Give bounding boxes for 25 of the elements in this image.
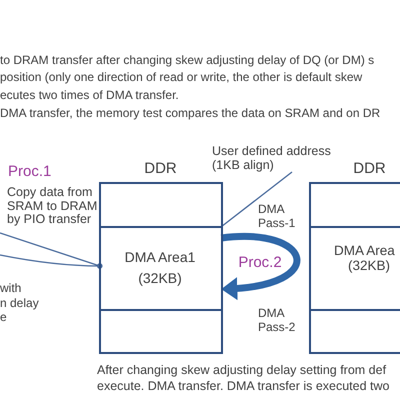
transfer-label: DMA Pass-2	[258, 306, 296, 334]
region-size: (32KB)	[348, 258, 390, 274]
transfer-label: DMA Pass-1	[258, 202, 296, 230]
description-text: DMA transfer, the memory test compares the data on SRAM and on DR	[0, 106, 380, 120]
description-text: to DRAM transfer after changing skew adjusting delay of DQ (or DM) s	[0, 53, 374, 68]
curved-arrow	[221, 232, 300, 300]
description-text: with	[0, 281, 22, 296]
block-title: DDR	[144, 160, 177, 178]
step-description: Copy data from SRAM to DRAM by PIO transfer	[7, 186, 98, 226]
leader-line	[220, 171, 292, 228]
connector-line	[0, 254, 102, 269]
description-text: execute. DMA transfer. DMA transfer is executed two	[97, 378, 390, 394]
region-label: DMA Area	[334, 243, 395, 259]
callout-text: User defined address (1KB align)	[212, 145, 340, 172]
region-size: (32KB)	[138, 270, 182, 286]
description-text: ecutes two times of DMA transfer.	[0, 88, 179, 102]
step-label: Proc.1	[8, 163, 52, 181]
memory-region	[98, 226, 222, 311]
description-text: position (only one direction of read or write, the other is default skew	[0, 70, 362, 84]
description-text: e	[0, 310, 7, 324]
region-label: DMA Area1	[124, 248, 196, 266]
memory-region	[308, 226, 400, 311]
block-title: DDR	[353, 160, 386, 178]
description-text: After changing skew adjusting delay setting from def	[97, 362, 386, 378]
description-text: n delay	[0, 296, 39, 310]
